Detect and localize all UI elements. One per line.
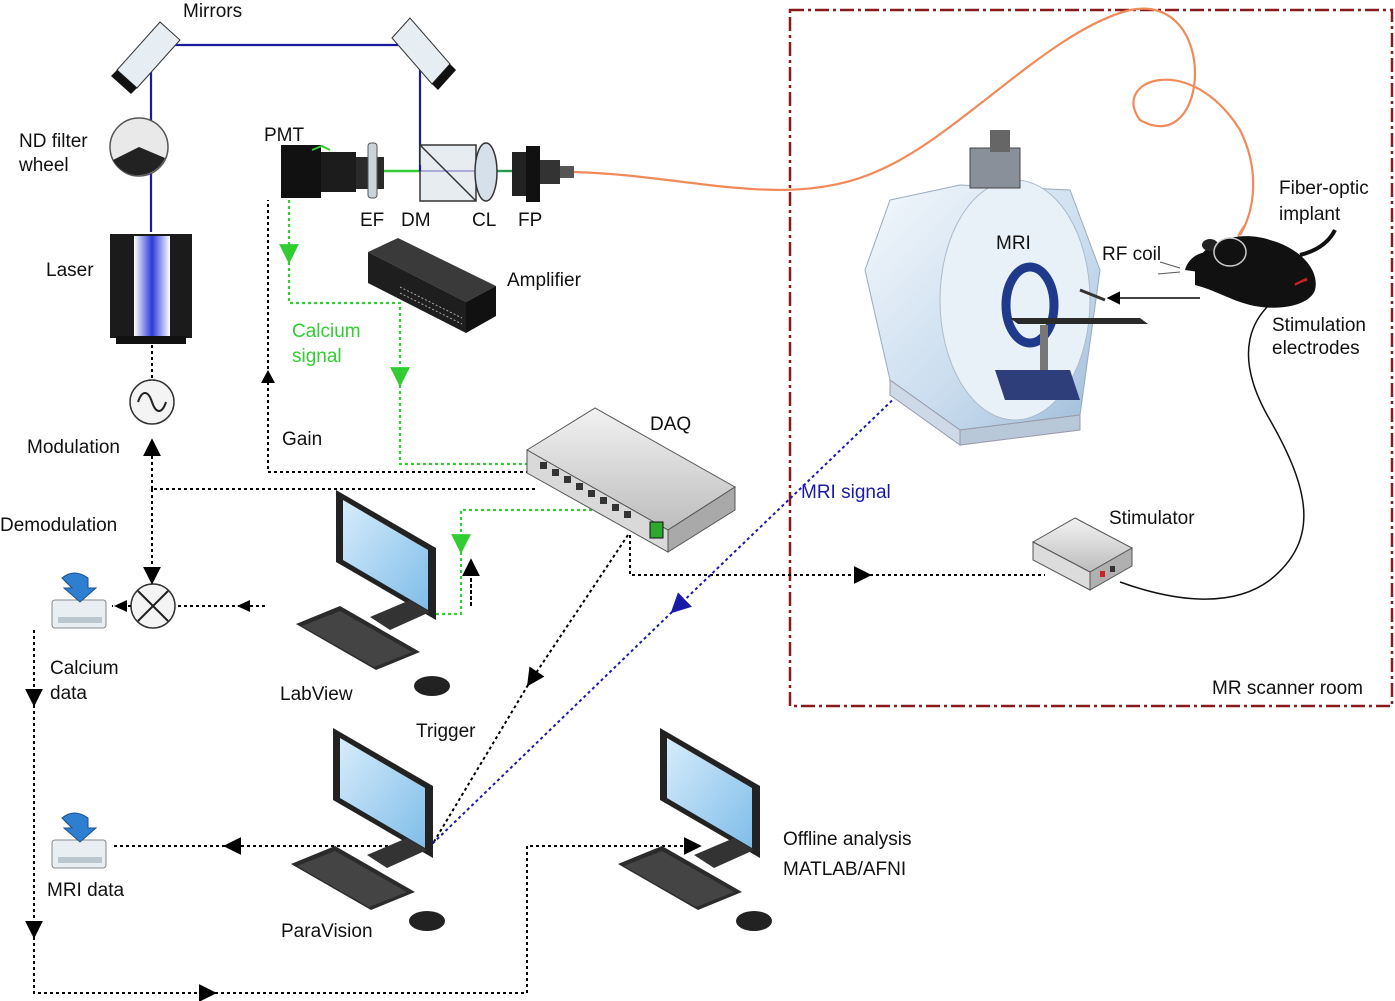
label-mri-data: MRI data [47, 880, 125, 901]
label-fiber-1: Fiber-optic [1279, 178, 1369, 199]
mri-signal-path [429, 387, 906, 847]
modulation-oscillator [129, 379, 175, 425]
label-daq: DAQ [650, 414, 692, 435]
daq-device [526, 407, 736, 553]
label-paravision: ParaVision [281, 921, 373, 942]
trigger-path [431, 534, 629, 846]
laser-source [110, 234, 192, 344]
label-pmt: PMT [264, 125, 305, 146]
label-nd-filter-1: ND filter [19, 131, 88, 152]
label-calcium-signal-2: signal [292, 346, 342, 367]
amplifier [368, 238, 496, 333]
label-gain: Gain [282, 429, 323, 450]
label-calcium-signal-1: Calcium [292, 321, 361, 342]
mirror-left [111, 21, 181, 94]
label-stim-electrodes-1: Stimulation [1272, 315, 1366, 336]
label-scanner-room: MR scanner room [1212, 678, 1363, 699]
label-stimulator: Stimulator [1109, 508, 1195, 529]
labview-computer [296, 490, 450, 696]
label-stim-electrodes-2: electrodes [1272, 338, 1360, 359]
scanner-room-border [788, 8, 1394, 708]
mri-scanner [864, 130, 1148, 446]
stimulator-control-path [629, 535, 1045, 584]
label-offline-1: Offline analysis [783, 829, 912, 850]
calcium-signal-path [279, 200, 628, 616]
label-calcium-data-2: data [50, 683, 87, 704]
label-fiber-2: implant [1279, 204, 1341, 225]
label-modulation: Modulation [27, 437, 120, 458]
demodulation-mixer [130, 583, 176, 629]
mirror-right [391, 17, 456, 90]
label-offline-2: MATLAB/AFNI [783, 859, 907, 880]
label-labview: LabView [280, 684, 353, 705]
label-calcium-data-1: Calcium [50, 658, 119, 679]
optical-fiber [573, 7, 1255, 236]
data-flow-path [25, 630, 702, 1001]
offline-analysis-computer [618, 728, 772, 931]
label-mri-signal: MRI signal [801, 482, 891, 503]
label-laser: Laser [46, 260, 94, 281]
label-mirrors: Mirrors [183, 1, 243, 22]
dichroic-mirror [418, 144, 477, 202]
label-trigger: Trigger [416, 721, 476, 742]
label-fp: FP [518, 210, 543, 231]
label-demodulation: Demodulation [0, 515, 118, 536]
label-ef: EF [360, 210, 385, 231]
label-dm: DM [401, 210, 431, 231]
paravision-computer [291, 728, 445, 931]
label-amplifier: Amplifier [507, 270, 581, 291]
fiber-port [512, 146, 574, 202]
label-rf-coil: RF coil [1102, 244, 1162, 265]
label-cl: CL [472, 210, 497, 231]
emission-filter [367, 142, 378, 199]
nd-filter-wheel [109, 117, 169, 177]
rat [1157, 225, 1337, 308]
collimating-lens [474, 142, 498, 202]
electrode-wire [1119, 281, 1306, 600]
stimulator [1031, 517, 1134, 591]
gain-path [267, 200, 535, 473]
mri-data-disk [51, 812, 107, 869]
calcium-data-disk [51, 572, 107, 629]
label-nd-filter-2: wheel [19, 155, 69, 176]
pmt-detector [281, 144, 384, 198]
label-mri: MRI [996, 233, 1031, 254]
